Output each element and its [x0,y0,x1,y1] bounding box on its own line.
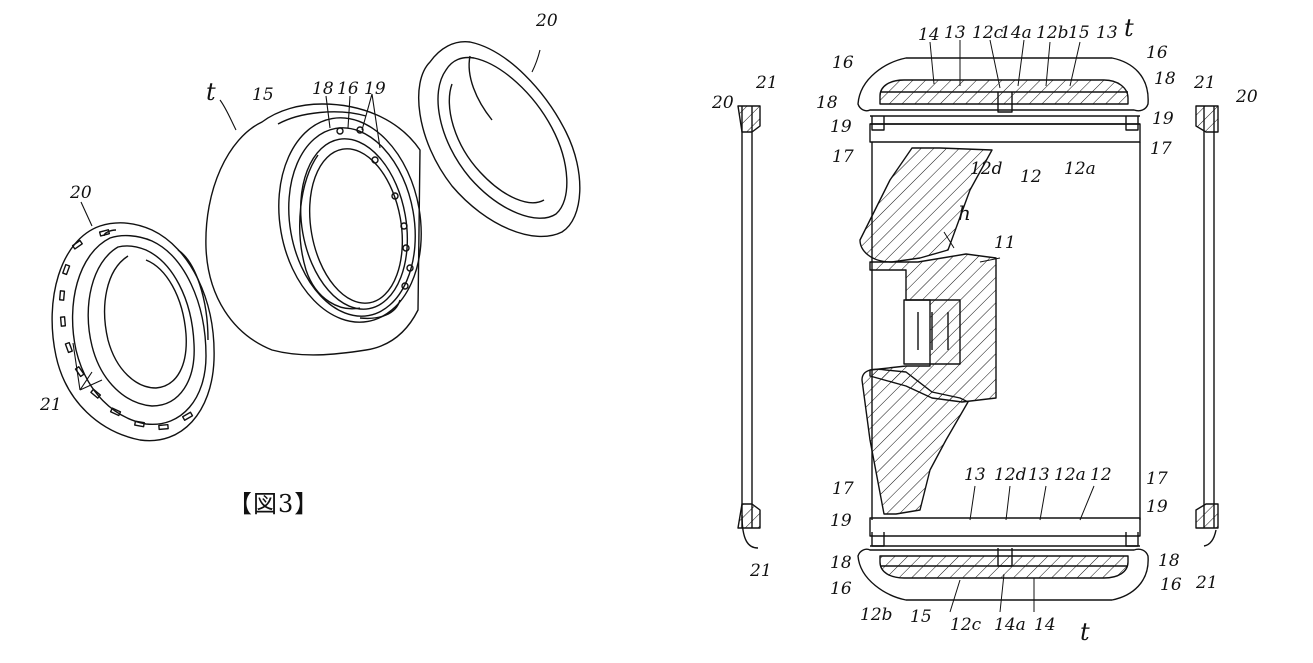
vent-holes [337,127,413,289]
label-16-tr: 16 [1146,43,1168,63]
label-14-top: 14 [918,25,940,45]
label-20-r: 20 [1235,87,1258,107]
upper-tire-section [858,58,1148,142]
label-t-left: t [206,78,216,106]
label-14-bot: 14 [1034,615,1056,635]
label-19-left: 19 [364,79,386,99]
label-19-tl: 19 [830,117,852,137]
label-16-left: 16 [337,79,359,99]
label-15-bot: 15 [910,607,932,627]
lug-markers [60,230,193,430]
label-14a-top: 14a [1000,23,1032,43]
front-retaining-ring [52,223,214,441]
label-21-br: 21 [1195,573,1218,593]
label-18-bl: 18 [830,553,852,573]
hub-section [860,142,1140,520]
lower-tire-section [858,518,1148,600]
left-ring-section [738,106,760,548]
label-21-bl: 21 [749,561,772,581]
callout-labels: t 15 18 16 19 20 20 21 14 13 12c 14a 12b… [39,11,1258,646]
label-17-tl: 17 [832,147,854,167]
label-21-tl: 21 [755,73,778,93]
label-12b-top: 12b [1036,23,1069,43]
tire-body [206,104,437,355]
figure-caption: 【図3】 [228,484,319,519]
label-13-top: 13 [944,23,966,43]
label-11: 11 [994,233,1016,253]
label-18-tl: 18 [816,93,838,113]
label-15-top: 15 [1068,23,1090,43]
label-18-tr: 18 [1154,69,1176,89]
label-12-top: 12 [1020,167,1042,187]
label-20-rear: 20 [535,11,558,31]
label-16-bl: 16 [830,579,852,599]
label-17-bl: 17 [832,479,854,499]
label-12b-bot: 12b [860,605,893,625]
label-12d-top: 12d [970,159,1003,179]
label-13-bot: 13 [964,465,986,485]
label-12-bot: 12 [1090,465,1112,485]
label-12a-top: 12a [1064,159,1096,179]
label-19-br: 19 [1146,497,1168,517]
rear-retaining-ring [419,42,580,237]
label-13b-bot: 13 [1028,465,1050,485]
right-ring-section [1196,106,1218,546]
label-18-br: 18 [1158,551,1180,571]
label-21-tr: 21 [1193,73,1216,93]
label-19-bl: 19 [830,511,852,531]
label-16-br: 16 [1160,575,1182,595]
label-t-bot: t [1080,618,1090,646]
label-20-l: 20 [711,93,734,113]
label-16-tl: 16 [832,53,854,73]
label-15-left: 15 [252,85,274,105]
label-17-tr: 17 [1150,139,1172,159]
label-20-front: 20 [69,183,92,203]
label-19-tr: 19 [1152,109,1174,129]
label-12c-top: 12c [972,23,1004,43]
label-21-left: 21 [39,395,62,415]
label-12a-bot: 12a [1054,465,1086,485]
label-12c-bot: 12c [950,615,982,635]
label-17-br: 17 [1146,469,1168,489]
label-12d-bot: 12d [994,465,1027,485]
label-t-top: t [1124,14,1134,42]
label-14a-bot: 14a [994,615,1026,635]
label-18-left: 18 [312,79,334,99]
label-h: h [958,201,971,225]
label-13b-top: 13 [1096,23,1118,43]
